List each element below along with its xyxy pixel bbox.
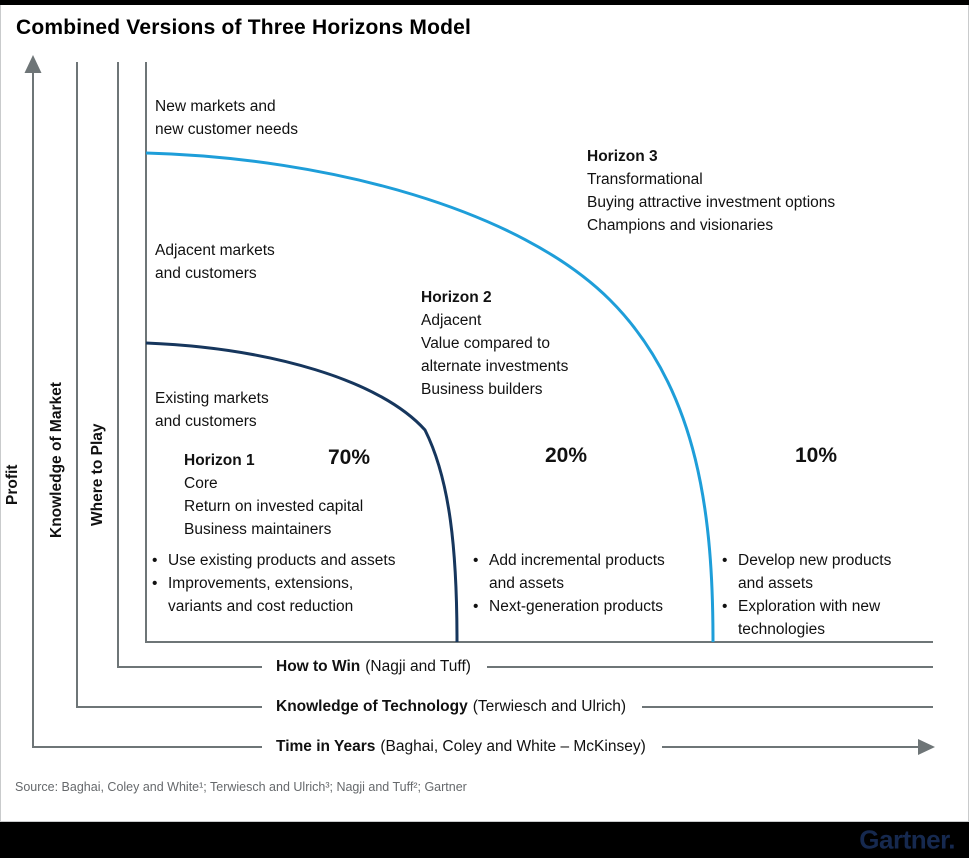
horizon1-title: Horizon 1: [184, 452, 255, 469]
x-axis-label-knowledge-of-technology: Knowledge of Technology(Terwiesch and Ul…: [276, 698, 626, 716]
profit-axis-arrowhead-icon: [24, 55, 42, 73]
axis-line-segment: [642, 706, 933, 708]
axis-label-attribution: (Nagji and Tuff): [365, 658, 471, 675]
axis-label-attribution: (Terwiesch and Ulrich): [472, 698, 627, 715]
horizon3-title: Horizon 3: [587, 148, 658, 165]
time-axis-arrowhead-icon: [918, 739, 935, 755]
horizon3-share-value: 10%: [795, 444, 838, 467]
horizon1-block: Horizon 1 Core Return on invested capita…: [184, 449, 363, 541]
horizon2-share-value: 20%: [545, 444, 588, 467]
footer-bar: Gartner.: [0, 822, 969, 858]
axis-label-attribution: (Baghai, Coley and White – McKinsey): [380, 738, 646, 755]
axis-label-bold: Knowledge of Technology: [276, 698, 468, 715]
horizon1-share-value: 70%: [328, 446, 371, 469]
gartner-logo: Gartner.: [859, 824, 955, 855]
horizon2-description: Adjacent Value compared to alternate inv…: [421, 312, 569, 398]
top-accent-bar: [0, 0, 969, 5]
horizon2-title: Horizon 2: [421, 289, 492, 306]
region-label-existing-markets: Existing markets and customers: [155, 390, 269, 430]
bullet-item: Next-generation products: [471, 595, 711, 618]
axis-line-segment: [77, 706, 262, 708]
y-axis-label-profit: Profit: [3, 457, 23, 512]
x-axis-time-in-years: Time in Years(Baghai, Coley and White – …: [33, 736, 935, 758]
horizon3-description: Transformational Buying attractive inves…: [587, 171, 836, 234]
bullet-item: Use existing products and assets: [150, 549, 450, 572]
axis-line-segment: [486, 666, 933, 668]
horizon3-bullet-list: Develop new products and assetsExplorati…: [720, 549, 945, 641]
axis-label-bold: Time in Years: [276, 738, 376, 755]
horizon3-block: Horizon 3 Transformational Buying attrac…: [587, 145, 835, 237]
bullet-item: Develop new products and assets: [720, 549, 945, 595]
bullet-item: Add incremental products and assets: [471, 549, 711, 595]
page-title: Combined Versions of Three Horizons Mode…: [16, 16, 472, 39]
bullet-item: Exploration with new technologies: [720, 595, 945, 641]
x-axis-label-how-to-win: How to Win(Nagji and Tuff): [276, 658, 471, 676]
source-line: Source: Baghai, Coley and White¹; Terwie…: [15, 780, 467, 794]
x-axis-label-time-in-years: Time in Years(Baghai, Coley and White – …: [276, 738, 646, 756]
axis-line-segment: [33, 746, 262, 748]
y-axis-label-where-to-play: Where to Play: [88, 416, 108, 533]
horizon2-block: Horizon 2 Adjacent Value compared to alt…: [421, 286, 568, 401]
horizon1-bullet-list: Use existing products and assetsImprovem…: [150, 549, 450, 618]
x-axis-how-to-win: How to Win(Nagji and Tuff): [118, 656, 933, 678]
bullet-item: Improvements, extensions, variants and c…: [150, 572, 450, 618]
horizon1-description: Core Return on invested capital Business…: [184, 475, 364, 538]
axis-label-bold: How to Win: [276, 658, 361, 675]
axis-line-segment: [661, 746, 918, 748]
x-axis-knowledge-of-technology: Knowledge of Technology(Terwiesch and Ul…: [77, 696, 933, 718]
horizon2-bullet-list: Add incremental products and assetsNext-…: [471, 549, 711, 618]
y-axis-label-knowledge-of-market: Knowledge of Market: [47, 375, 67, 545]
axis-line-segment: [118, 666, 262, 668]
region-label-adjacent-markets: Adjacent markets and customers: [155, 242, 275, 282]
region-label-new-markets: New markets and new customer needs: [155, 98, 299, 138]
